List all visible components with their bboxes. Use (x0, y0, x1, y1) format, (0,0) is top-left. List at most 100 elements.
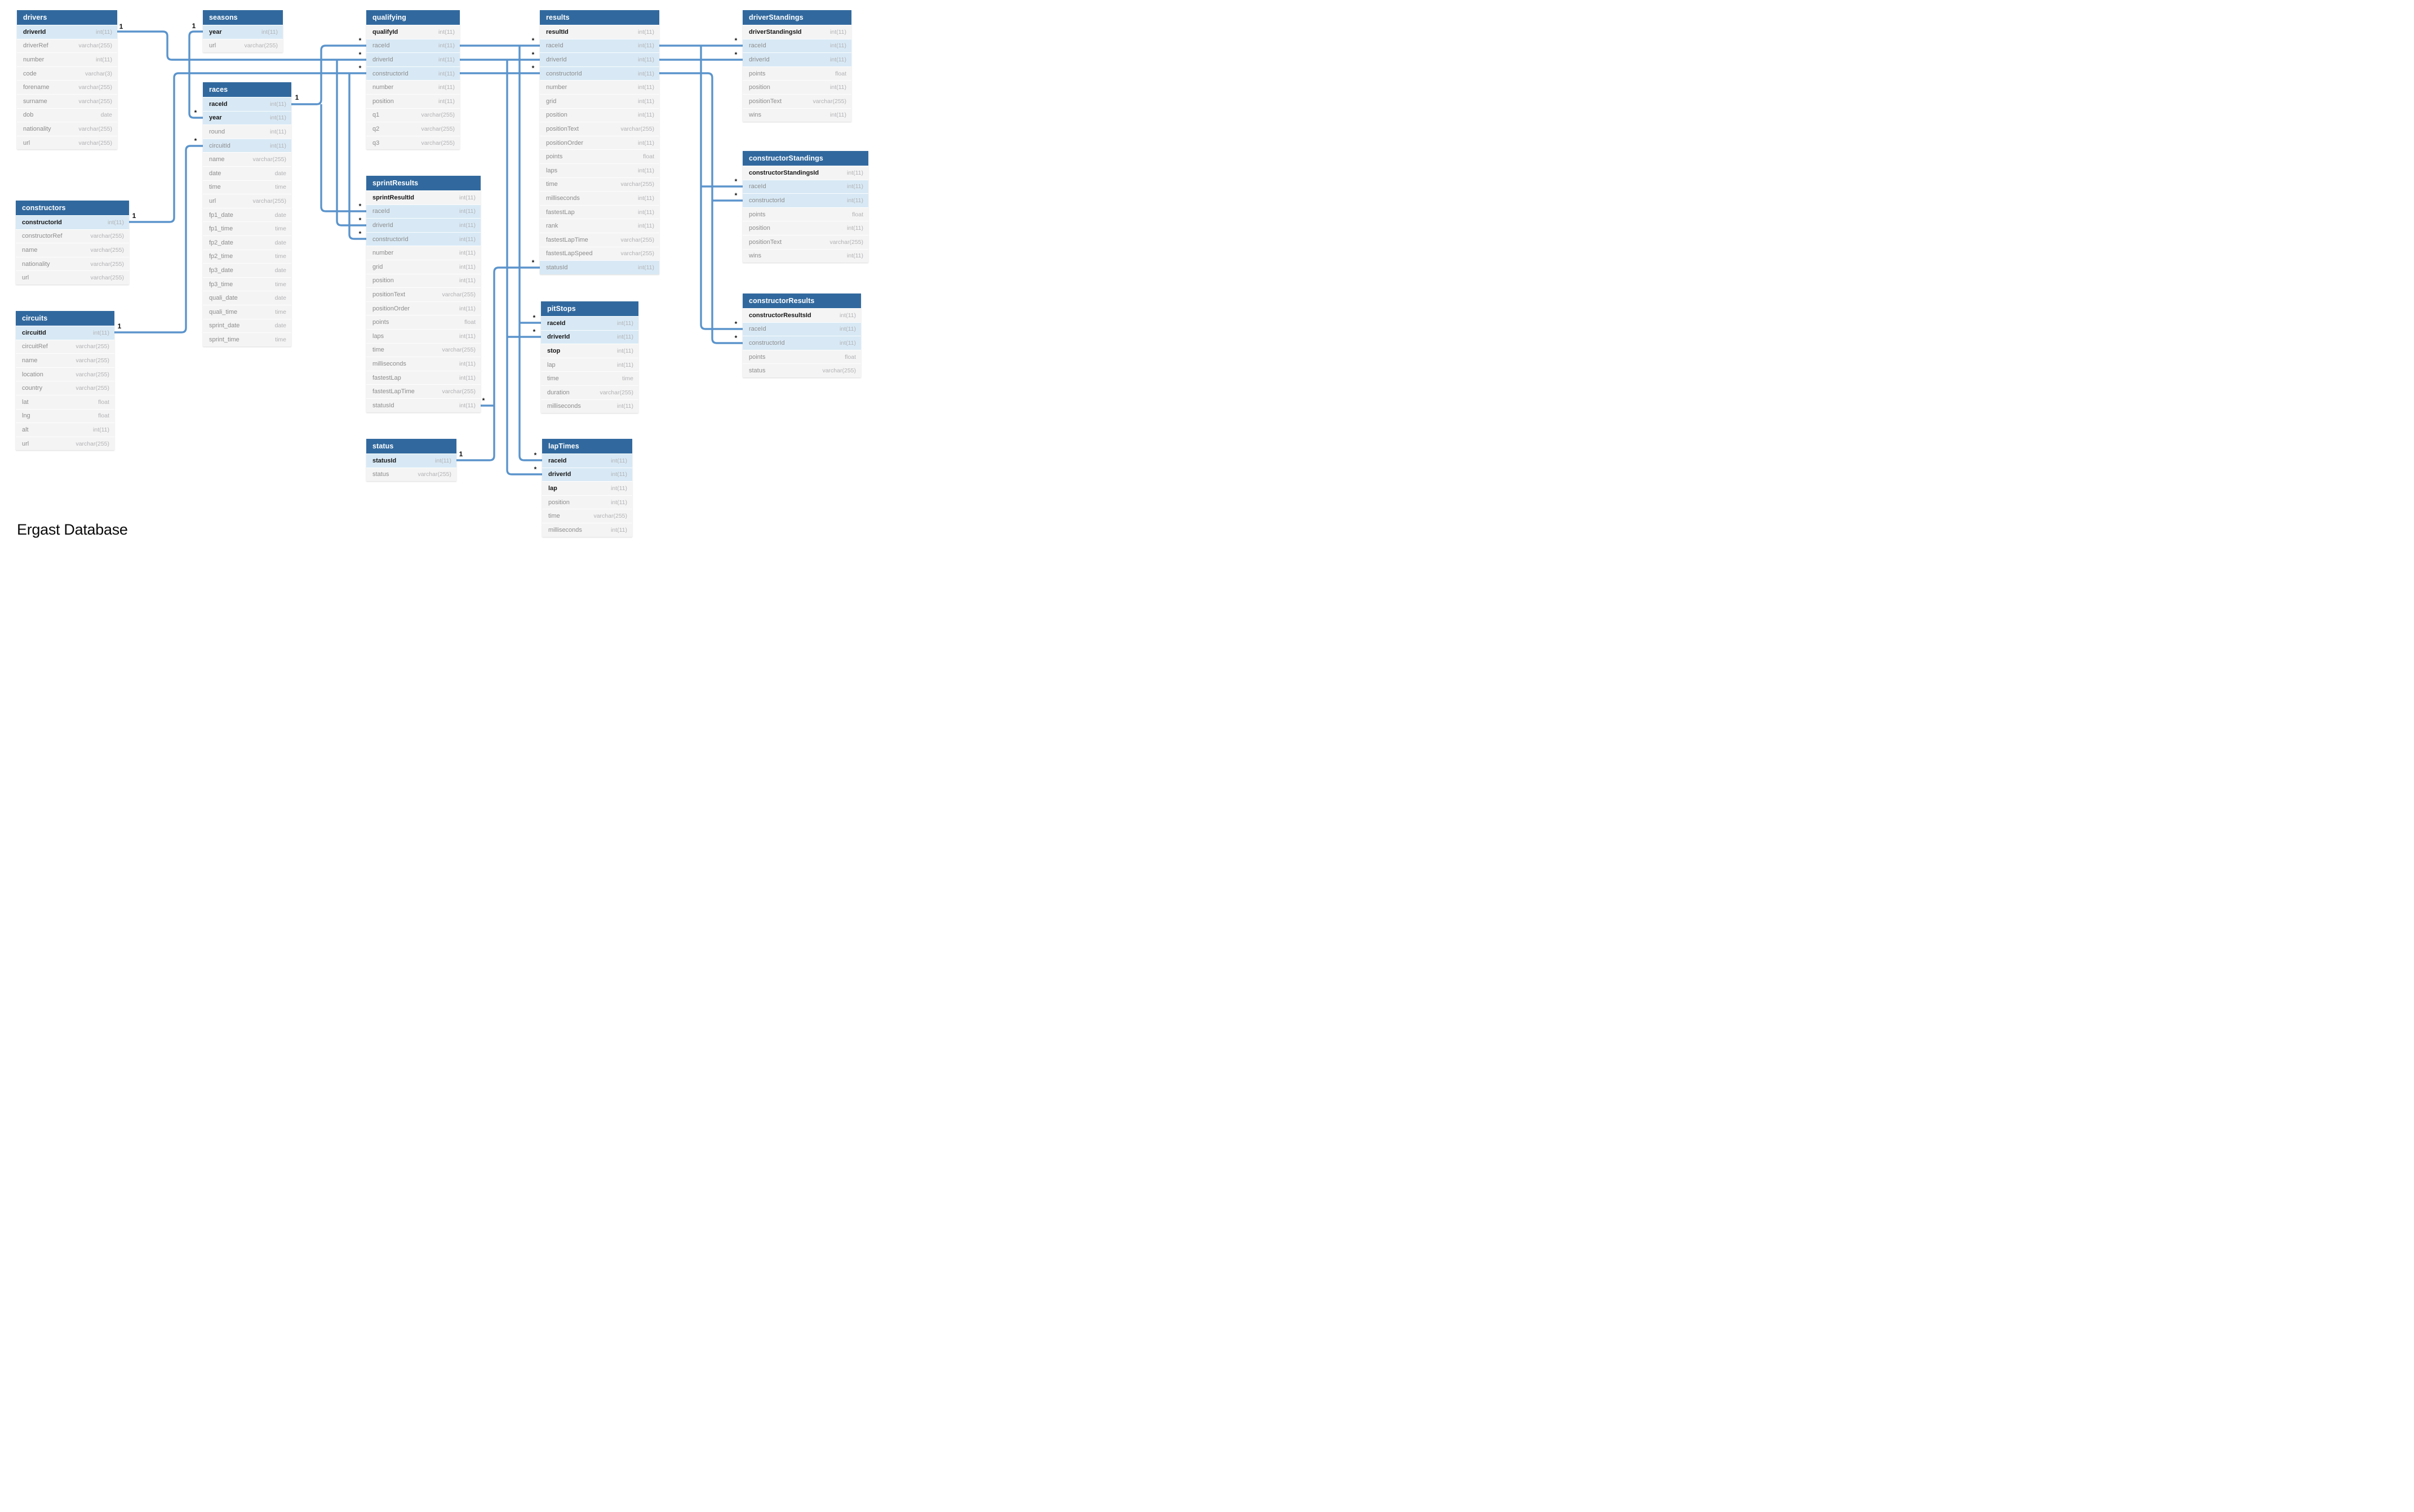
field-name: constructorStandingsId (749, 169, 819, 176)
cardinality-label: 1 (117, 322, 122, 330)
field-type: varchar(255) (252, 156, 286, 163)
field-type: varchar(255) (620, 236, 654, 243)
field-name: dob (23, 112, 34, 119)
field-row-circuits-name: name varchar(255) (16, 353, 114, 367)
field-name: status (749, 367, 766, 375)
field-type: varchar(3) (85, 70, 112, 77)
field-type: varchar(255) (78, 97, 112, 105)
field-name: driverStandingsId (749, 28, 802, 35)
field-row-results-laps: laps int(11) (540, 163, 659, 177)
field-type: varchar(255) (421, 112, 455, 119)
field-name: lat (22, 398, 29, 406)
field-name: positionText (749, 97, 782, 105)
field-type: int(11) (638, 167, 654, 174)
field-type: int(11) (638, 112, 654, 119)
field-name: name (22, 357, 38, 364)
field-name: raceId (372, 42, 390, 50)
field-name: driverId (548, 471, 571, 478)
field-type: int(11) (438, 70, 455, 77)
field-type: time (275, 281, 286, 288)
field-type: int(11) (638, 70, 654, 77)
field-type: int(11) (96, 56, 112, 63)
connector-status.statusId-results.statusId (453, 266, 543, 461)
field-type: int(11) (617, 361, 633, 368)
field-name: milliseconds (547, 403, 581, 410)
field-type: int(11) (847, 197, 863, 204)
field-name: country (22, 385, 43, 392)
field-name: lap (548, 484, 557, 492)
field-type: varchar(255) (813, 97, 846, 105)
field-name: raceId (209, 100, 228, 108)
field-name: driverId (23, 28, 46, 35)
field-type: int(11) (611, 526, 627, 533)
field-name: constructorId (22, 219, 62, 226)
field-name: points (546, 153, 563, 161)
table-header-races: races (203, 82, 291, 97)
field-type: int(11) (840, 312, 856, 319)
field-name: fp1_date (209, 211, 233, 219)
field-type: varchar(255) (76, 371, 109, 378)
field-type: varchar(255) (76, 357, 109, 364)
field-type: float (845, 353, 856, 361)
field-name: year (209, 114, 222, 122)
field-name: laps (546, 167, 558, 174)
field-name: fp2_date (209, 239, 233, 246)
field-type: time (622, 375, 633, 383)
field-type: int(11) (847, 252, 863, 260)
field-row-pitStops-stop: stop int(11) (541, 344, 638, 358)
field-name: number (372, 250, 394, 257)
field-name: stop (547, 347, 561, 354)
field-name: number (23, 56, 45, 63)
field-type: int(11) (617, 347, 633, 354)
field-type: varchar(255) (76, 440, 109, 447)
connector-circuits.circuitId-races.circuitId (111, 145, 206, 333)
field-name: constructorId (372, 235, 409, 243)
connector-races.raceId-constructorResults.raceId (700, 46, 746, 330)
cardinality-label: * (734, 51, 738, 59)
field-name: alt (22, 426, 29, 433)
field-type: date (274, 170, 286, 177)
field-name: grid (546, 97, 557, 105)
field-name: constructorId (372, 70, 409, 77)
